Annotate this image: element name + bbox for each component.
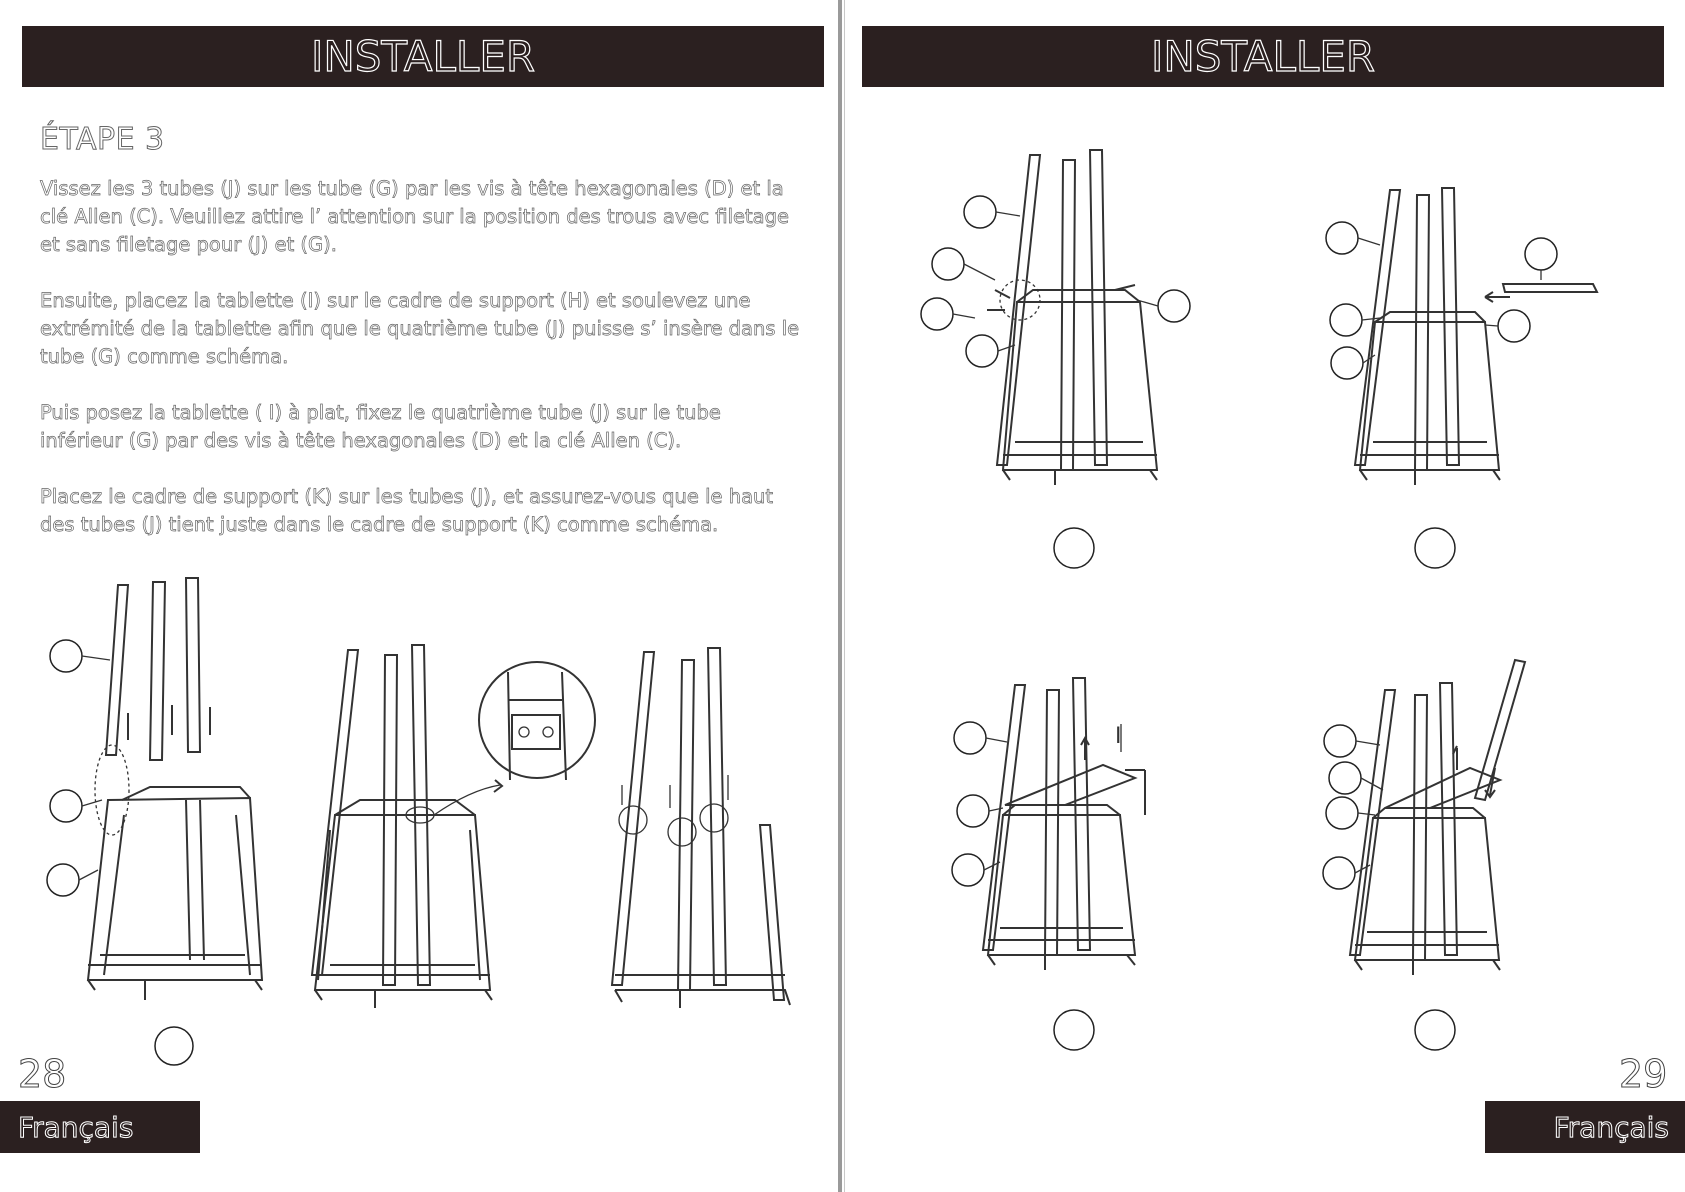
left-language-tab: Français <box>0 1101 200 1153</box>
page-divider <box>838 0 842 1192</box>
figure-4 <box>920 149 1191 569</box>
figure-5 <box>1325 187 1599 569</box>
right-page: INSTALLER <box>845 0 1685 1192</box>
instruction-paragraph-2: Ensuite, placez la tablette (I) sur le c… <box>40 289 800 369</box>
figure-6 <box>951 677 1146 1051</box>
figure-3 <box>610 647 791 1008</box>
shelf-i-label: I <box>1115 724 1122 749</box>
figure-1 <box>46 577 264 1066</box>
left-page: INSTALLER ÉTAPE 3 Vissez les 3 tubes (J)… <box>0 0 838 1192</box>
callout-circle <box>49 639 83 673</box>
right-language-label: Français <box>1553 1110 1669 1144</box>
page-divider-inner <box>844 0 845 1192</box>
instructions: Vissez les 3 tubes (J) sur les tube (G) … <box>40 175 800 567</box>
figure-2 <box>310 644 596 1008</box>
right-language-tab: Français <box>1485 1101 1685 1153</box>
figure-7 <box>1322 658 1527 1051</box>
right-page-number: 29 <box>1618 1052 1668 1097</box>
left-language-label: Français <box>17 1110 134 1144</box>
callout-circle <box>154 1026 194 1066</box>
left-assembly-illustrations <box>46 577 791 1066</box>
instruction-paragraph-1: Vissez les 3 tubes (J) sur les tube (G) … <box>40 177 790 257</box>
callout-circle <box>49 789 83 823</box>
right-header-title: INSTALLER <box>1150 31 1376 81</box>
right-assembly-illustrations <box>920 149 1599 1051</box>
instruction-paragraph-4: Placez le cadre de support (K) sur les t… <box>40 485 774 537</box>
left-header-banner: INSTALLER <box>22 26 824 87</box>
instruction-paragraph-3: Puis posez la tablette ( I) à plat, fixe… <box>40 401 722 453</box>
left-header-title: INSTALLER <box>310 31 536 81</box>
right-header-banner: INSTALLER <box>862 26 1664 87</box>
left-page-number: 28 <box>17 1052 67 1097</box>
step-title: ÉTAPE 3 <box>40 122 165 158</box>
callout-circle <box>46 863 80 897</box>
